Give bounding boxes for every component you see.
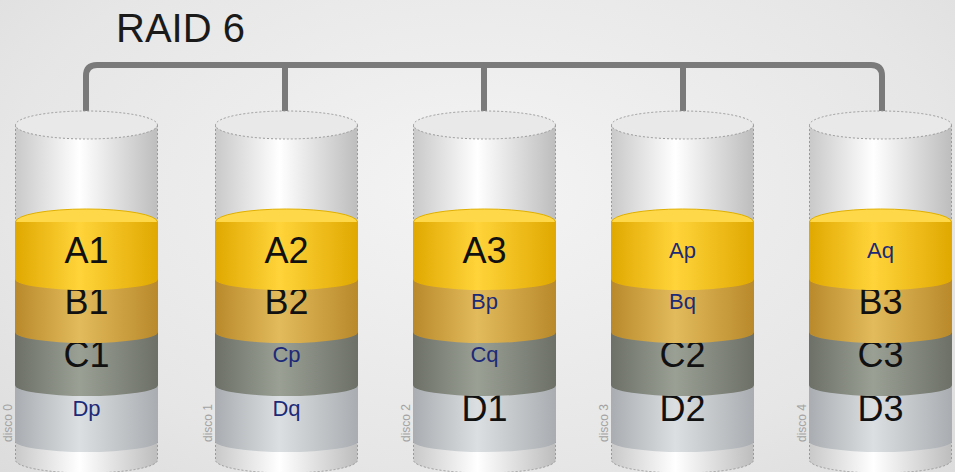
block-label: Cq [470, 344, 498, 366]
disk-label: disco 0 [1, 404, 15, 442]
diagram-title: RAID 6 [116, 4, 245, 52]
block-label: Cp [272, 344, 300, 366]
stripe-block: A3 [413, 222, 556, 290]
block-label: D1 [461, 391, 507, 427]
block-label: D3 [857, 391, 903, 427]
disk-label: disco 2 [399, 404, 413, 442]
block-label: Dq [272, 398, 300, 420]
disk: disco 3ApBqC2D2 [597, 110, 755, 472]
stripe-block: Aq [809, 222, 952, 290]
disk: disco 4AqB3C3D3 [795, 110, 953, 472]
stripe-block: Ap [611, 222, 754, 290]
block-label: D2 [659, 391, 705, 427]
disk-label: disco 1 [201, 404, 215, 442]
disk: disco 1A2B2CpDq [201, 110, 359, 472]
stripe-block: A2 [215, 222, 358, 290]
block-label: Dp [72, 398, 100, 420]
block-label: A1 [64, 233, 108, 269]
disk: disco 0A1B1C1Dp [1, 110, 159, 472]
block-label: A2 [264, 233, 308, 269]
block-label: Bq [669, 291, 696, 313]
block-label: A3 [462, 233, 506, 269]
disk: disco 2 A3BpCqD1 [399, 110, 557, 472]
disk-label: disco 3 [597, 404, 611, 442]
disk-label: disco 4 [795, 404, 809, 442]
block-label: Aq [867, 240, 894, 262]
stripe-block: A1 [15, 222, 158, 290]
block-label: Ap [669, 240, 696, 262]
block-label: Bp [471, 291, 498, 313]
